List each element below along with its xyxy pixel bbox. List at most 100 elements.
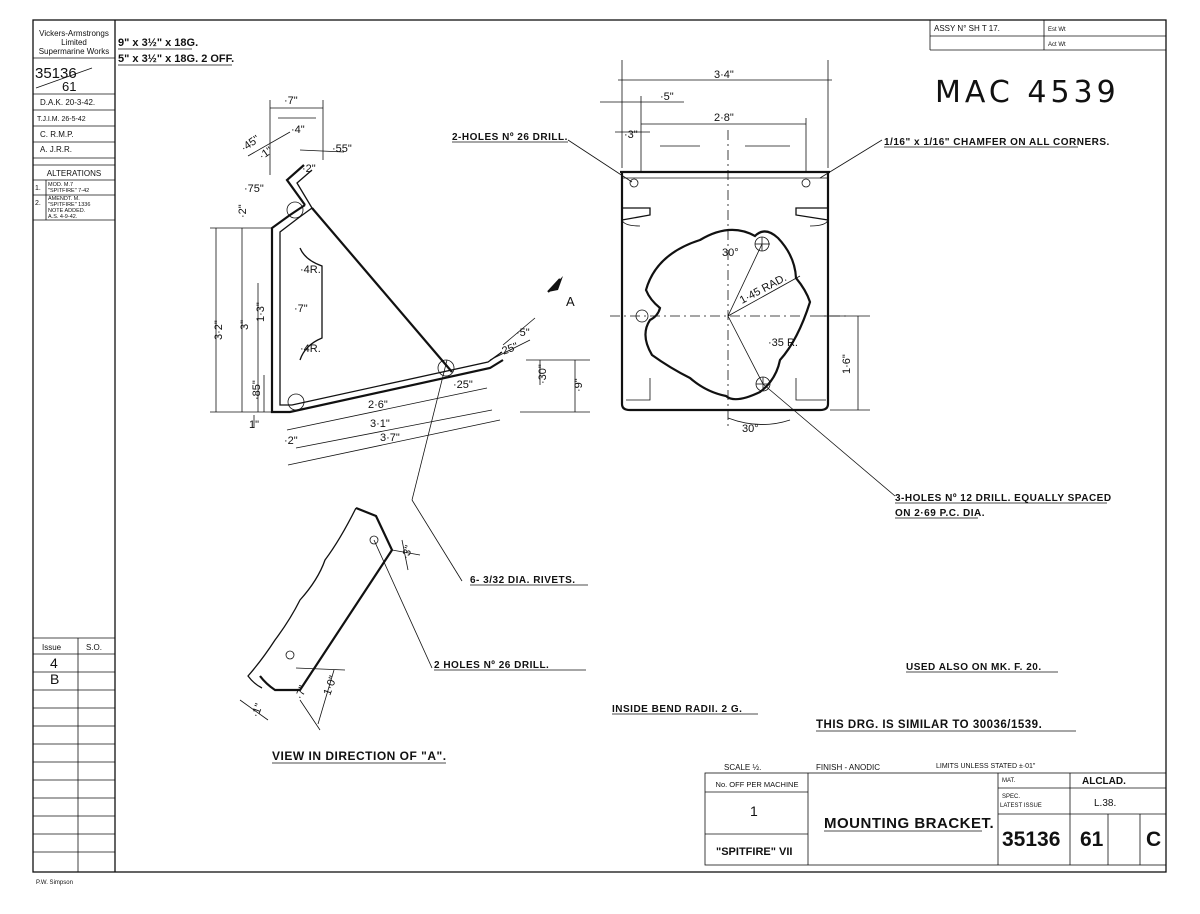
- company-line-3: Supermarine Works: [39, 47, 110, 56]
- dim-front-30-top: 30°: [722, 247, 739, 259]
- top-right-box: ASSY N° SH T 17. Est Wt Act Wt: [929, 20, 1166, 51]
- handwritten-reference: MAC 4539: [935, 75, 1120, 110]
- dim-side-3-7: 3·7": [380, 432, 400, 444]
- dim-side-0-4r-top: ·4R.: [300, 264, 321, 276]
- note-view-direction: VIEW IN DIRECTION OF "A".: [272, 749, 447, 763]
- note-similar-drawing: THIS DRG. IS SIMILAR TO 30036/1539.: [816, 719, 1042, 731]
- dim-side-0-55: ·55": [332, 143, 352, 155]
- dim-side-0-1: ·1": [257, 145, 275, 163]
- tb-finish: FINISH - ANODIC: [816, 763, 880, 772]
- tb-sub-number: 61: [1080, 828, 1104, 851]
- dim-side-3-1: 3·1": [370, 418, 390, 430]
- est-weight: Est Wt: [1048, 27, 1066, 33]
- alteration-1-line-2: "SPITFIRE" 7-42: [48, 188, 89, 194]
- note-bend-radii: INSIDE BEND RADII. 2 G.: [612, 704, 742, 715]
- traced-by: T.J.I.M. 26-5-42: [37, 116, 86, 123]
- dim-view-0-3: ·3": [400, 544, 416, 561]
- dim-side-0-2-left: ·2": [237, 204, 249, 218]
- issue-header-label: Issue: [42, 643, 62, 652]
- footer-note: P.W. Simpson: [36, 880, 73, 886]
- dim-view-0-7: ·7": [294, 684, 310, 701]
- tb-latest-issue-label: LATEST ISSUE: [1000, 803, 1042, 809]
- alteration-1-line-1: MOD. M.7: [48, 182, 73, 188]
- checked-by: C. R.M.P.: [40, 130, 74, 139]
- dim-side-0-85: ·85": [251, 380, 263, 400]
- dim-side-3: 3": [239, 320, 251, 330]
- dim-side-2-6: 2·6": [368, 399, 388, 411]
- assy-number: ASSY N° SH T 17.: [934, 24, 1000, 33]
- tb-limits: LIMITS UNLESS STATED ±·01": [936, 763, 1036, 770]
- alteration-2-line-4: A.S. 4-9-42.: [48, 214, 78, 220]
- dim-side-0-25: ·25": [453, 379, 473, 391]
- note-chamfer: 1/16" x 1/16" CHAMFER ON ALL CORNERS.: [884, 137, 1110, 148]
- dim-view-0-1: ·1": [250, 702, 266, 719]
- strip-drawing-number: 35136: [35, 65, 77, 82]
- tb-title: MOUNTING BRACKET.: [824, 815, 994, 832]
- alteration-2-line-1: AMENDT. M.: [48, 196, 80, 202]
- alteration-2-line-3: NOTE ADDED.: [48, 208, 86, 214]
- tb-aircraft: "SPITFIRE" VII: [716, 846, 792, 858]
- issue-entry-2: B: [50, 671, 59, 687]
- tb-no-off-value: 1: [750, 803, 758, 819]
- tb-number: 35136: [1002, 828, 1060, 851]
- dim-side-3-2: 3·2": [213, 320, 225, 340]
- strip-sub-number: 61: [62, 79, 76, 94]
- dim-view-1-0: 1·0": [322, 674, 340, 697]
- alteration-2-num: 2.: [35, 200, 41, 207]
- approved-by: A. J.R.R.: [40, 145, 72, 154]
- left-info-strip: Vickers-Armstrongs Limited Supermarine W…: [33, 29, 115, 872]
- tb-material-label: MAT.: [1002, 778, 1016, 784]
- issue-header-so: S.O.: [86, 643, 102, 652]
- note-holes-26-top: 2-HOLES Nº 26 DRILL.: [452, 132, 568, 143]
- alteration-2-line-2: "SPITFIRE" 1336: [48, 202, 90, 208]
- tb-spec: L.38.: [1094, 798, 1116, 809]
- issue-table-rows: [33, 671, 115, 853]
- dim-side-0-5: ·5": [516, 327, 530, 339]
- company-line-1: Vickers-Armstrongs: [39, 29, 109, 38]
- dim-side-0-2-bottom: ·2": [284, 435, 298, 447]
- note-holes-12-line-2: ON 2·69 P.C. DIA.: [895, 508, 985, 519]
- tb-material: ALCLAD.: [1082, 776, 1126, 787]
- act-weight: Act Wt: [1048, 42, 1066, 48]
- dim-side-0-7-mid: ·7": [294, 303, 308, 315]
- dim-front-2-8: 2·8": [714, 112, 734, 124]
- note-rivets: 6- 3/32 DIA. RIVETS.: [470, 575, 576, 586]
- material-line-1: 9" x 3½" x 18G.: [118, 37, 198, 49]
- dim-front-1-45-rad: 1·45 RAD.: [738, 272, 789, 307]
- side-view: ·7" ·45" ·4" ·55" ·1" ·2" ·75" ·2" ·4R. …: [210, 95, 590, 466]
- dim-side-0-30: ·30": [537, 364, 549, 384]
- tb-issue: C: [1146, 828, 1161, 851]
- tb-no-off-label: No. OFF PER MACHINE: [716, 780, 799, 789]
- company-line-2: Limited: [61, 38, 87, 47]
- alteration-1-num: 1.: [35, 185, 41, 192]
- note-used-also: USED ALSO ON MK. F. 20.: [906, 662, 1042, 673]
- dim-side-0-9: ·9": [573, 378, 585, 392]
- dim-side-0-4r-low: ·4R.: [300, 343, 321, 355]
- dim-side-0-25-fold: ·25": [497, 341, 520, 359]
- dim-side-0-2-top: ·2": [302, 163, 316, 175]
- dim-side-0-7-top: ·7": [284, 95, 298, 107]
- dim-side-1-3: 1·3": [255, 302, 267, 322]
- dim-front-0-35r: ·35 R.: [768, 337, 798, 349]
- note-holes-26-view: 2 HOLES Nº 26 DRILL.: [434, 660, 549, 671]
- material-line-2: 5" x 3½" x 18G. 2 OFF.: [118, 53, 234, 65]
- dim-front-30-bottom: 30°: [742, 423, 759, 435]
- dim-front-0-3: ·3": [624, 129, 638, 141]
- dim-front-0-5: ·5": [660, 91, 674, 103]
- tb-spec-label: SPEC.: [1002, 794, 1020, 800]
- title-block: SCALE ½. FINISH - ANODIC LIMITS UNLESS S…: [704, 763, 1167, 866]
- dim-side-1: 1": [249, 419, 259, 431]
- tb-scale: SCALE ½.: [724, 763, 761, 772]
- alterations-title: ALTERATIONS: [47, 169, 101, 178]
- front-view: 3·4" ·5" 2·8" ·3" 1·45 RAD. 30° ·35 R. 1…: [567, 60, 896, 497]
- dim-front-3-4: 3·4": [714, 69, 734, 81]
- drawing-notes: 2-HOLES Nº 26 DRILL. 1/16" x 1/16" CHAMF…: [272, 132, 1112, 764]
- view-a: ·3" ·7" 1·0" ·1": [239, 359, 463, 731]
- dim-side-0-75: ·75": [244, 183, 264, 195]
- sheet-border: [32, 19, 1167, 873]
- note-holes-12-line-1: 3-HOLES Nº 12 DRILL. EQUALLY SPACED: [895, 493, 1112, 504]
- view-arrow-label: A: [566, 294, 575, 309]
- issue-entry-1: 4: [50, 655, 58, 671]
